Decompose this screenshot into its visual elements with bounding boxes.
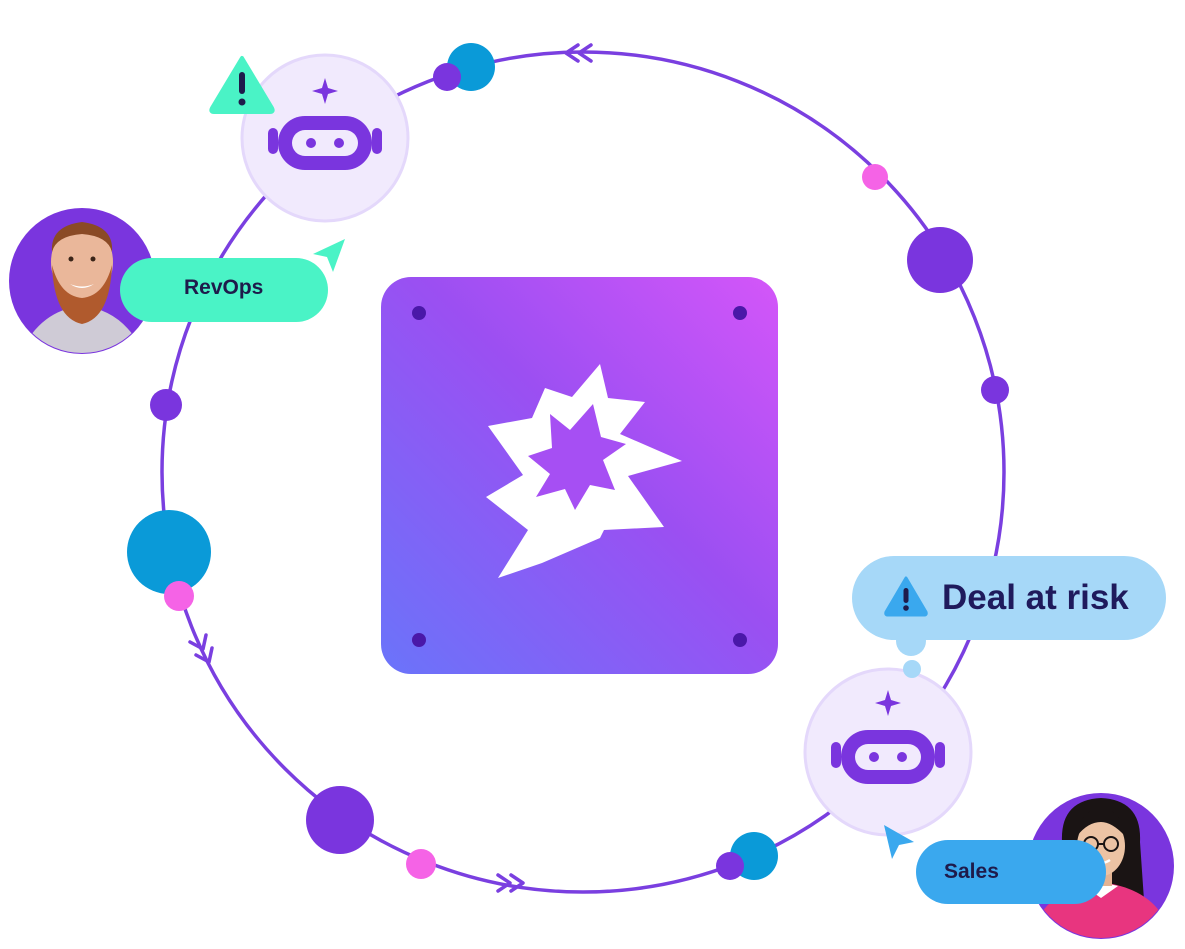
sales-tag bbox=[916, 840, 1106, 904]
warning-triangle-icon bbox=[209, 56, 275, 114]
avatar-revops bbox=[9, 208, 155, 354]
ring-node-purple bbox=[716, 852, 744, 880]
sales-label: Sales bbox=[944, 860, 999, 883]
chevron-left-icon bbox=[564, 43, 593, 63]
cursor-arrow-icon bbox=[313, 239, 345, 272]
ring-node-pink bbox=[862, 164, 888, 190]
chevron-right-icon bbox=[496, 873, 525, 893]
tile-rivet bbox=[412, 306, 426, 320]
revops-tag bbox=[120, 258, 328, 322]
ring-node-purple bbox=[907, 227, 973, 293]
robot-icon bbox=[803, 667, 973, 837]
ring-node-blue bbox=[127, 510, 211, 594]
ring-node-pink bbox=[164, 581, 194, 611]
starburst-logo-icon bbox=[486, 364, 682, 578]
chevron-down-icon bbox=[188, 633, 214, 664]
ring-node-purple bbox=[981, 376, 1009, 404]
cursor-arrow-icon bbox=[884, 825, 914, 859]
revops-label: RevOps bbox=[184, 276, 264, 299]
ring-node-purple bbox=[433, 63, 461, 91]
ring-node-purple bbox=[306, 786, 374, 854]
tile-rivet bbox=[733, 633, 747, 647]
ring-node-pink bbox=[406, 849, 436, 879]
tile-rivet bbox=[733, 306, 747, 320]
alert-label: Deal at risk bbox=[942, 578, 1129, 617]
ring-node-purple bbox=[150, 389, 182, 421]
bubble-dot bbox=[903, 660, 921, 678]
tile-rivet bbox=[412, 633, 426, 647]
robot-icon bbox=[240, 53, 410, 223]
